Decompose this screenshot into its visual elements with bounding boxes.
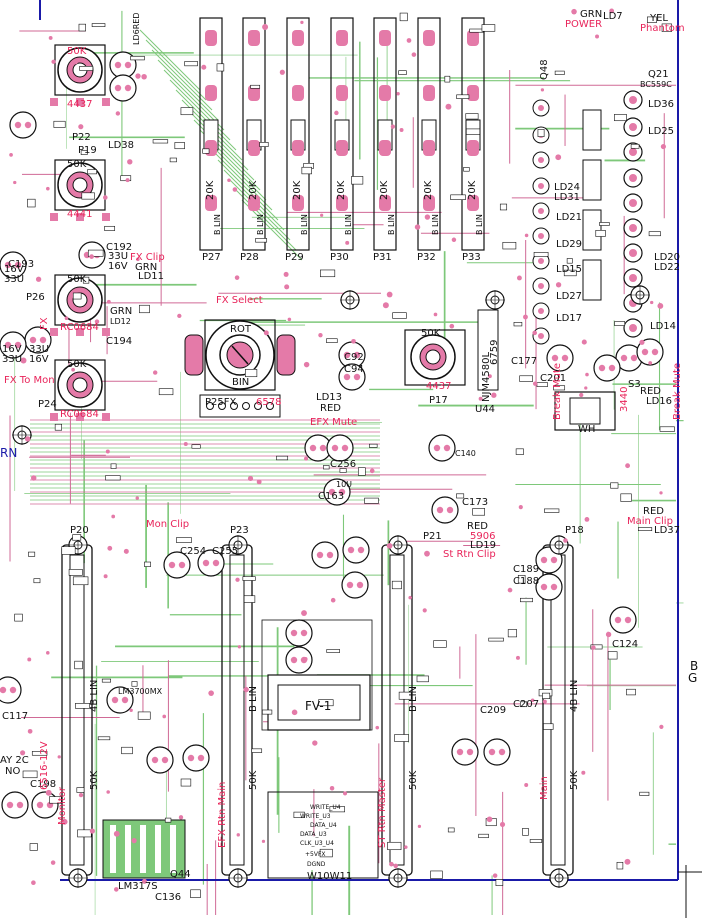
- green-traces: [14, 10, 684, 915]
- generated-components: [0, 8, 675, 898]
